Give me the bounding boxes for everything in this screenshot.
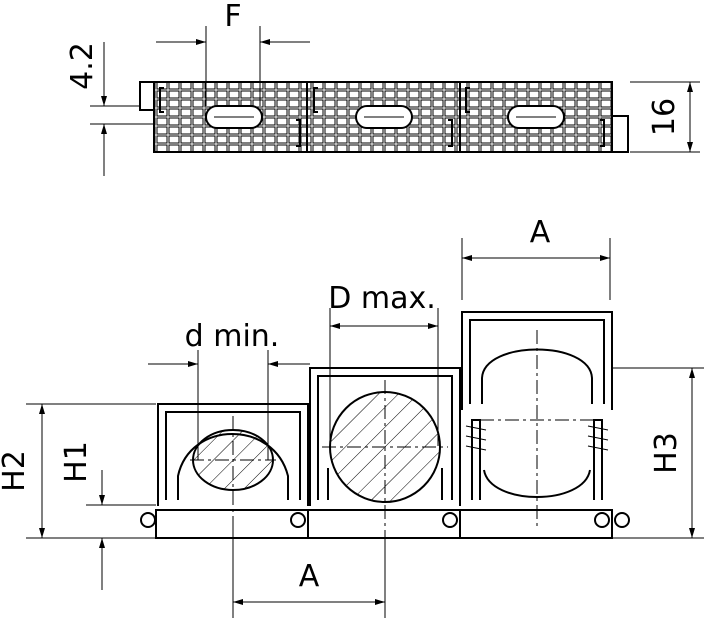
- dimension-16-label: 16: [647, 98, 682, 136]
- dimension-d-min-label: d min.: [185, 319, 280, 354]
- base-rail: [155, 509, 613, 539]
- dimension-f-label: F: [224, 0, 241, 34]
- dimension-4-2-label: 4.2: [65, 42, 100, 90]
- front-view: A D max. d min. H2 H1 H3: [0, 215, 704, 618]
- dimension-h2-label: H2: [0, 450, 32, 492]
- dimension-d-max-label: D max.: [328, 281, 436, 316]
- top-view: F 4.2 16: [65, 0, 700, 176]
- dimension-h1-label: H1: [59, 441, 94, 483]
- dimension-a-top-label: A: [530, 215, 551, 250]
- dimension-a-bottom-label: A: [299, 559, 320, 594]
- dimension-h3-label: H3: [649, 432, 684, 474]
